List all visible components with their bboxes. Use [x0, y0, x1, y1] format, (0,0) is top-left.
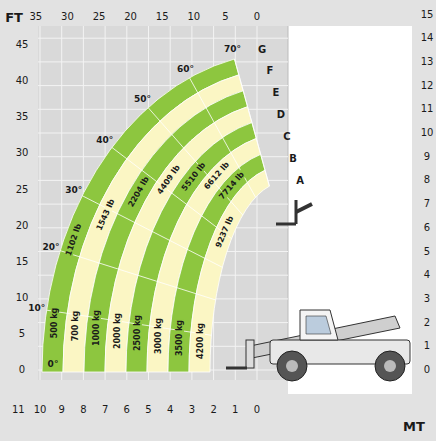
load-kilograms: 700 kg	[72, 309, 80, 342]
extension-letter: G	[257, 45, 267, 55]
grid-line	[40, 26, 41, 380]
metre-scale-number: 1	[423, 341, 431, 351]
angle-line	[112, 147, 232, 238]
grid-line	[38, 85, 288, 86]
metre-scale-number: 12	[420, 81, 435, 91]
load-kilograms: 1000 kg	[93, 309, 101, 347]
metre-scale-number: 4	[423, 270, 431, 280]
boom-angle: 70°	[223, 45, 242, 54]
load-kilograms: 2000 kg	[114, 312, 122, 350]
metre-scale-number: 10	[420, 128, 435, 138]
machine-panel	[288, 26, 412, 394]
grid-ground	[38, 26, 288, 380]
feet-scale-number: 10	[186, 12, 201, 22]
metre-scale-number: 1	[231, 405, 239, 415]
boom-angle: 60°	[176, 64, 195, 73]
feet-scale-number: 10	[15, 293, 30, 303]
feet-scale-number: 30	[60, 12, 75, 22]
metre-scale-number: 11	[11, 405, 26, 415]
feet-scale-number: 20	[123, 12, 138, 22]
metre-scale-number: 13	[420, 57, 435, 67]
metre-scale-number: 5	[144, 405, 152, 415]
load-kilograms: 3500 kg	[176, 319, 184, 357]
angle-line	[189, 78, 255, 198]
feet-scale-number: 5	[221, 12, 229, 22]
feet-scale-number: 25	[15, 185, 30, 195]
load-kilograms: 500 kg	[51, 307, 59, 340]
metre-scale-number: 0	[253, 405, 261, 415]
telehandler	[226, 310, 410, 381]
grid-lines	[38, 26, 288, 380]
metre-scale-number: 6	[423, 223, 431, 233]
angle-line	[60, 251, 215, 300]
metre-scale-number: 0	[423, 365, 431, 375]
metre-scale-number: 10	[33, 405, 48, 415]
feet-scale-number: 45	[15, 40, 30, 50]
boom-angle: 40°	[95, 136, 114, 145]
feet-scale-number: 20	[15, 221, 30, 231]
metre-scale-number: 9	[423, 152, 431, 162]
extension-letter: C	[282, 132, 291, 142]
feet-scale-number: 0	[18, 365, 26, 375]
boom-angle: 0°	[47, 360, 60, 369]
feet-scale-number: 15	[15, 257, 30, 267]
metre-scale-number: 5	[423, 247, 431, 257]
axis-unit: FT	[4, 11, 24, 24]
metre-scale-number: 6	[123, 405, 131, 415]
feet-scale-number: 0	[253, 12, 261, 22]
metre-scale-number: 7	[423, 199, 431, 209]
metre-scale-number: 3	[188, 405, 196, 415]
metre-scale-number: 14	[420, 33, 435, 43]
extension-letter: A	[295, 176, 305, 186]
feet-scale-number: 35	[15, 112, 30, 122]
extension-letter: E	[272, 88, 281, 98]
feet-scale-number: 30	[15, 148, 30, 158]
metre-scale-number: 2	[209, 405, 217, 415]
grid-line	[288, 26, 289, 380]
angle-line	[148, 108, 243, 215]
metre-scale-number: 7	[101, 405, 109, 415]
load-kilograms: 3000 kg	[155, 317, 163, 355]
metre-scale-number: 4	[166, 405, 174, 415]
grid-line	[38, 38, 288, 39]
fork-at-top	[276, 200, 312, 224]
extension-letter: F	[266, 66, 275, 76]
feet-scale-number: 35	[28, 12, 43, 22]
grid-line	[257, 26, 258, 380]
axis-unit: MT	[402, 420, 426, 433]
feet-scale-number: 5	[18, 329, 26, 339]
metre-scale-number: 11	[420, 104, 435, 114]
boom-angle: 30°	[64, 186, 83, 195]
metre-scale-number: 8	[79, 405, 87, 415]
feet-scale-number: 40	[15, 76, 30, 86]
feet-scale-number: 15	[155, 12, 170, 22]
angle-line	[82, 196, 222, 268]
grid-line	[38, 61, 288, 62]
load-band	[189, 170, 269, 372]
boom-angle: 10°	[27, 304, 46, 313]
metre-scale-number: 3	[423, 294, 431, 304]
feet-scale-number: 25	[92, 12, 107, 22]
load-bands	[42, 59, 269, 372]
metre-scale-number: 2	[423, 318, 431, 328]
extension-letter: D	[276, 110, 286, 120]
metre-scale-number: 9	[58, 405, 66, 415]
angle-line	[234, 59, 269, 186]
load-kilograms: 2500 kg	[134, 314, 142, 352]
boom-angle: 20°	[41, 242, 60, 251]
boom-angle: 50°	[133, 95, 152, 104]
metre-scale-number: 8	[423, 175, 431, 185]
metre-scale-number: 15	[420, 10, 435, 20]
load-kilograms: 4200 kg	[197, 322, 205, 360]
extension-letter: B	[288, 154, 298, 164]
